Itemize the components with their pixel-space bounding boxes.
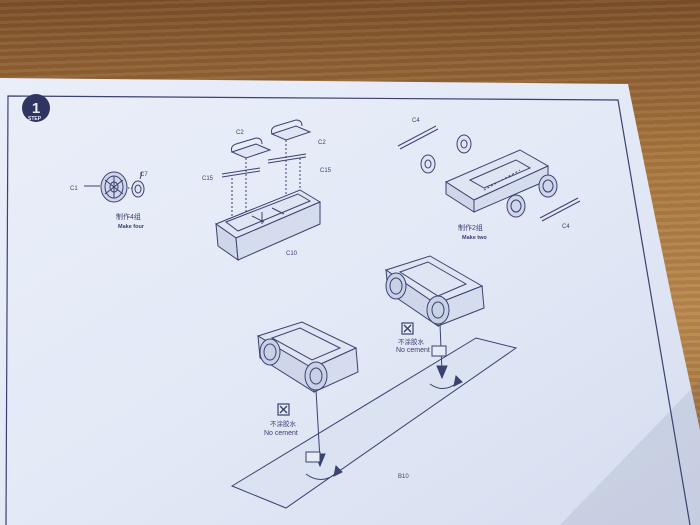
step-word: STEP [28,116,42,122]
no-cement-en-upper: No cement [396,347,430,354]
caption-make-four-cn: 制作4组 [116,212,141,221]
no-cement-cn-lower: 不涂胶水 [270,419,297,428]
wheel-subassembly [84,171,145,203]
paper-shadow [560,380,700,525]
part-label-c15-right: C15 [320,168,332,174]
part-label-c7: C7 [140,172,148,178]
part-label-c1: C1 [70,186,78,192]
page-border [5,95,691,525]
no-cement-icon-lower [277,403,290,416]
part-label-c4-top: C4 [412,118,420,124]
no-cement-en-lower: No cement [264,430,298,437]
part-label-c15-left: C15 [202,176,214,182]
step-number: 1 [32,100,40,117]
assembled-car-rear [384,255,485,389]
no-cement-cn-upper: 不涂胶水 [398,337,425,346]
part-label-c4-bottom: C4 [562,224,570,230]
part-label-c2-left: C2 [236,130,244,136]
part-label-c10: C10 [286,251,298,257]
caption-make-four-en: Make four [118,224,145,230]
caption-make-two-cn: 制作2组 [458,223,483,232]
caption-make-two-en: Make two [462,235,487,241]
assembled-car-front [256,321,359,480]
part-label-b10: B10 [398,474,409,480]
chassis-exploded [214,119,322,262]
base-plate-b10 [230,337,518,509]
step-badge: 1 STEP [22,94,50,122]
part-label-c2-right: C2 [318,140,326,146]
axle-assembly [397,125,581,222]
no-cement-icon-upper [401,322,414,335]
